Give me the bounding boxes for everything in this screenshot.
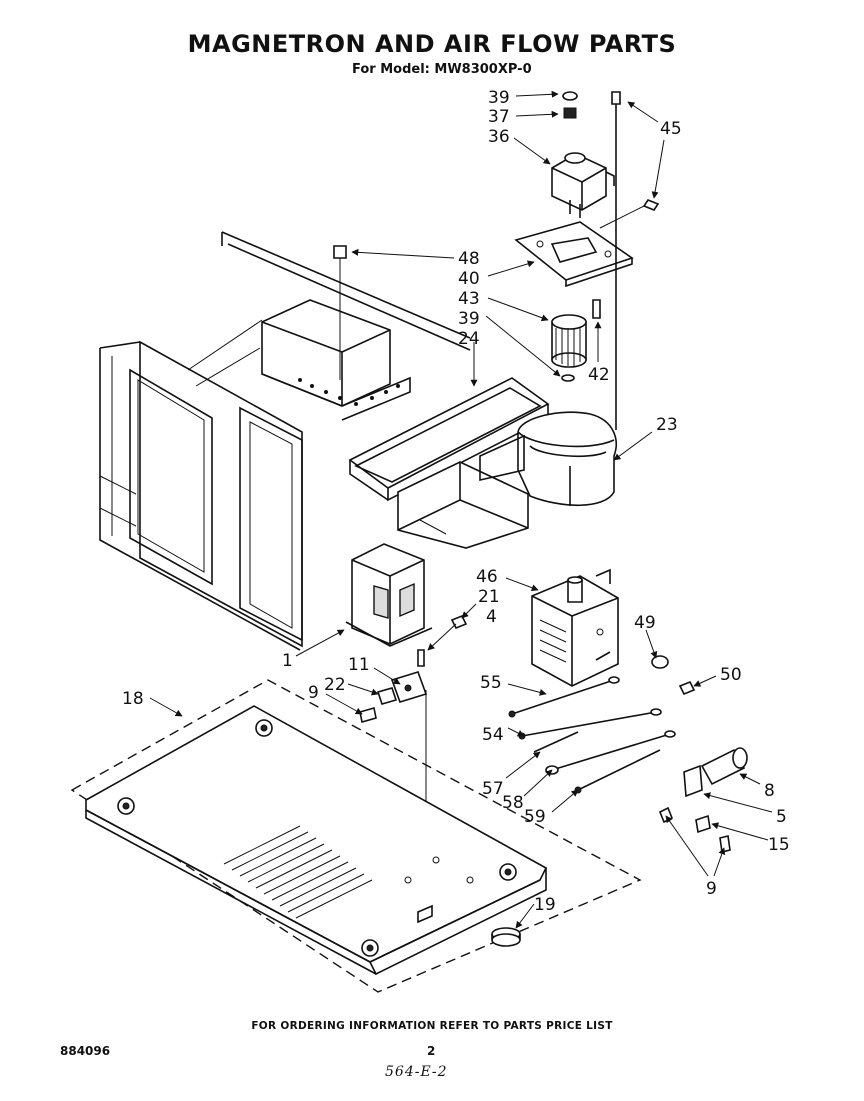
callout-23: 23	[656, 415, 678, 435]
fuse-holder	[658, 747, 748, 853]
rubber-foot	[491, 927, 521, 947]
callout-37: 37	[488, 107, 510, 127]
callout-21: 21	[478, 587, 500, 607]
transformer	[345, 543, 433, 647]
callout-5: 5	[776, 807, 787, 827]
magnetron	[531, 568, 619, 687]
callout-40: 40	[458, 269, 480, 289]
wire-leads	[508, 676, 676, 794]
base-plate	[70, 679, 642, 993]
callout-42: 42	[588, 365, 610, 385]
callout-50: 50	[720, 665, 742, 685]
air-duct	[348, 377, 550, 549]
handwritten-note: 564-E-2	[385, 1064, 448, 1080]
callout-9-left: 9	[308, 683, 319, 703]
callout-46: 46	[476, 567, 498, 587]
callout-49: 49	[634, 613, 656, 633]
screws	[333, 91, 660, 430]
callout-43: 43	[458, 289, 480, 309]
oven-cabinet	[99, 231, 471, 651]
callout-11: 11	[348, 655, 370, 675]
callout-48: 48	[458, 249, 480, 269]
callout-24: 24	[458, 329, 480, 349]
model-line: For Model: MW8300XP-0	[352, 62, 532, 77]
callout-57: 57	[482, 779, 504, 799]
blower-shroud	[479, 411, 617, 507]
callout-4: 4	[486, 607, 497, 627]
fan-motor	[551, 91, 615, 218]
ordering-note: FOR ORDERING INFORMATION REFER TO PARTS …	[251, 1020, 613, 1032]
motor-bracket	[514, 221, 634, 288]
document-number: 884096	[60, 1044, 111, 1058]
callout-22: 22	[324, 675, 346, 695]
callout-39-mid: 39	[458, 309, 480, 329]
callout-54: 54	[482, 725, 504, 745]
callout-9-right: 9	[706, 879, 717, 899]
callout-15: 15	[768, 835, 790, 855]
callout-45: 45	[660, 119, 682, 139]
callout-18: 18	[122, 689, 144, 709]
callout-36: 36	[488, 127, 510, 147]
callout-39-top: 39	[488, 88, 510, 108]
callout-58: 58	[502, 793, 524, 813]
callout-1: 1	[282, 651, 293, 671]
rear-housing	[261, 299, 411, 421]
callout-labels: 39 37 36 45 48 40 43 39 24 42 23 46 21 4…	[122, 88, 790, 915]
callout-8: 8	[764, 781, 775, 801]
page-title: MAGNETRON AND AIR FLOW PARTS	[187, 30, 677, 58]
page-number: 2	[427, 1044, 436, 1058]
callout-59: 59	[524, 807, 546, 827]
callout-19: 19	[534, 895, 556, 915]
fan-blade	[551, 314, 587, 382]
leader-lines	[149, 90, 773, 929]
callout-55: 55	[480, 673, 502, 693]
